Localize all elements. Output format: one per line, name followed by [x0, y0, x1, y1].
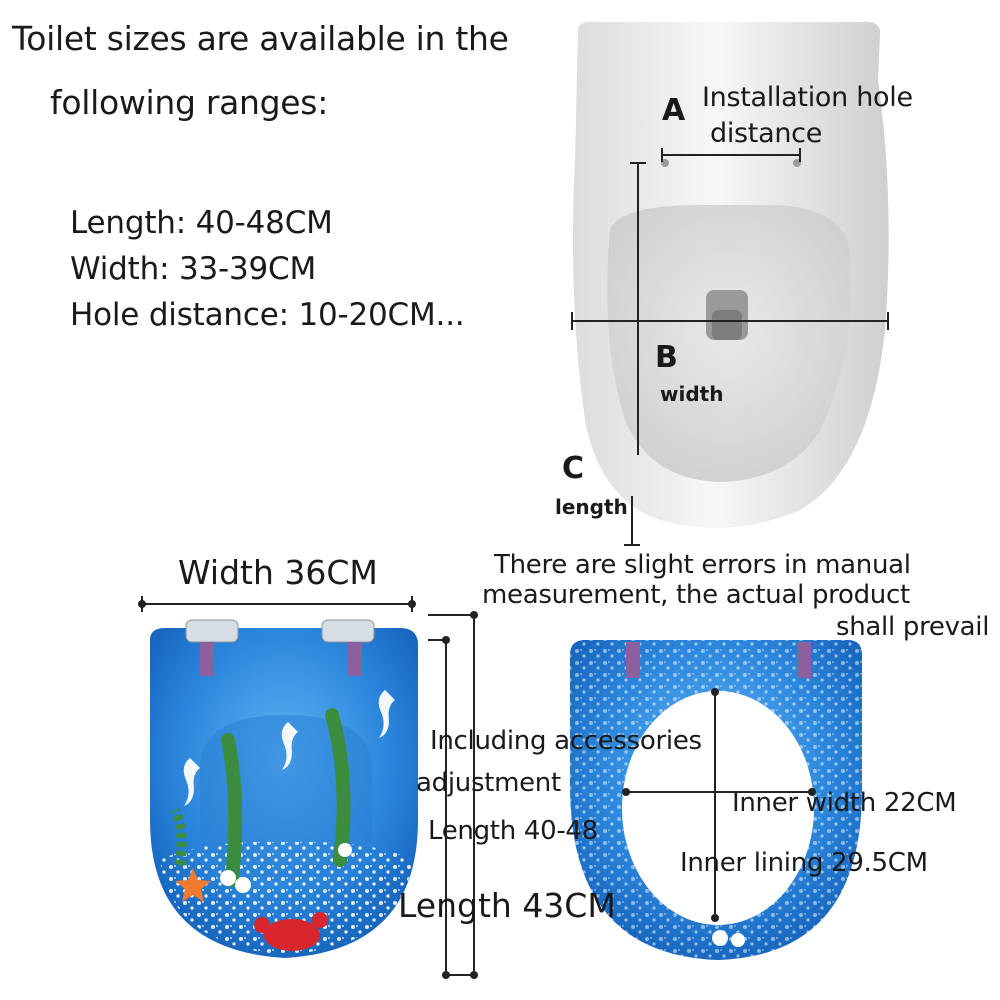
left-seat-dimension-lines	[141, 596, 475, 976]
left-seat-dimension-dots	[138, 600, 478, 979]
marker-b: B	[655, 340, 678, 375]
length-label: length	[555, 495, 628, 519]
toilet-bowl-image	[572, 21, 889, 529]
marker-c: C	[562, 451, 585, 486]
toilet-dimension-lines	[571, 148, 889, 546]
note-line-3: shall prevail	[836, 612, 990, 642]
right-seat-dimension-dots	[622, 688, 816, 922]
accessories-label: Including accessories	[430, 726, 702, 756]
seat-length-label: Length 43CM	[398, 886, 616, 925]
installation-hole-label-2: distance	[710, 118, 823, 149]
spec-width: Width: 33-39CM	[70, 251, 317, 287]
header-line-2: following ranges:	[50, 83, 329, 122]
width-label: width	[660, 382, 724, 406]
spec-hole-distance: Hole distance: 10-20CM...	[70, 297, 465, 333]
header-line-1: Toilet sizes are available in the	[12, 19, 509, 58]
right-seat-dimension-lines	[626, 692, 812, 918]
inner-lining-label: Inner lining 29.5CM	[680, 848, 928, 878]
installation-hole-label-1: Installation hole	[702, 82, 913, 113]
note-line-1: There are slight errors in manual	[494, 550, 911, 580]
marker-a: A	[662, 93, 686, 128]
length-range-label: Length 40-48	[428, 816, 598, 846]
adjustment-label: adjustment	[416, 768, 561, 798]
left-seat-image	[150, 619, 418, 958]
seat-width-label: Width 36CM	[178, 553, 378, 592]
spec-length: Length: 40-48CM	[70, 205, 333, 241]
note-line-2: measurement, the actual product	[482, 580, 910, 610]
inner-width-label: Inner width 22CM	[732, 788, 957, 818]
